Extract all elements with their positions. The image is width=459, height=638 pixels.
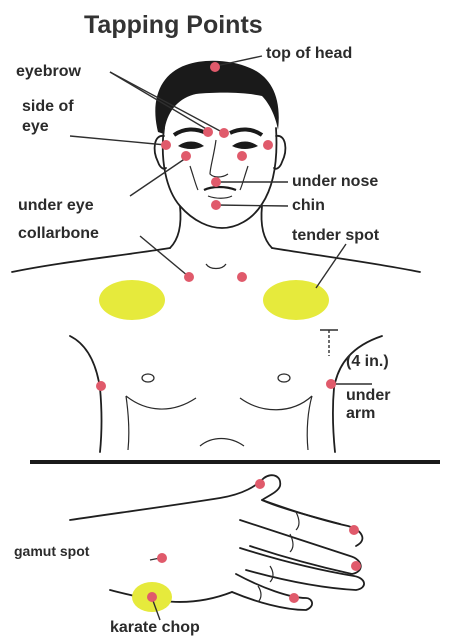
point-gamut-spot <box>157 553 167 563</box>
point-eyebrow-left <box>203 127 213 137</box>
point-eyebrow-right <box>219 128 229 138</box>
tapping-points <box>96 62 361 603</box>
lower-lip <box>208 196 232 198</box>
label-under-eye: under eye <box>18 197 94 214</box>
right-eyebrow <box>230 129 262 135</box>
right-shoulder <box>272 248 420 272</box>
torso-left-side <box>126 396 129 450</box>
point-little-finger <box>289 593 299 603</box>
knuckle-crease-1 <box>296 512 299 530</box>
point-collarbone-right <box>237 272 247 282</box>
middle-finger <box>240 520 361 574</box>
point-under-eye-left <box>181 151 191 161</box>
right-eye <box>232 142 258 150</box>
left-arm <box>70 336 102 452</box>
left-eyebrow <box>174 129 206 135</box>
point-under-eye-right <box>237 151 247 161</box>
point-chin <box>211 200 221 210</box>
neck-left <box>170 206 181 248</box>
label-tender-spot: tender spot <box>292 227 380 244</box>
left-nipple <box>142 374 154 382</box>
label-gamut-spot: gamut spot <box>14 543 90 559</box>
abdomen-line <box>200 439 244 447</box>
knuckle-crease-4 <box>258 586 261 602</box>
leader-collarbone <box>140 236 188 276</box>
leader-tender-spot <box>316 244 346 288</box>
knuckle-crease-3 <box>270 566 273 582</box>
hand-top-edge <box>70 475 362 546</box>
cheek-line-left <box>190 166 198 190</box>
right-nipple <box>278 374 290 382</box>
left-shoulder <box>12 248 170 272</box>
label-chin: chin <box>292 197 325 214</box>
point-side-of-eye-right <box>263 140 273 150</box>
point-index-finger <box>255 479 265 489</box>
diagram-title: Tapping Points <box>84 11 263 39</box>
tender-spot-right-area <box>263 280 329 320</box>
chest-right <box>240 396 312 410</box>
label-collarbone: collarbone <box>18 225 99 242</box>
label-under-nose: under nose <box>292 173 378 190</box>
hand-drawing <box>70 475 364 610</box>
point-karate-chop <box>147 592 157 602</box>
label-under-arm-line1: under <box>346 387 390 404</box>
mouth <box>204 187 236 190</box>
nose <box>210 140 228 177</box>
point-under-nose <box>211 177 221 187</box>
hair <box>155 61 278 134</box>
point-side-of-eye-left <box>161 140 171 150</box>
label-under-arm-line2: arm <box>346 405 375 422</box>
label-side-of-eye-line1: side of <box>22 98 74 115</box>
point-top-of-head <box>210 62 220 72</box>
label-side-of-eye-line2: eye <box>22 118 49 135</box>
chest-left <box>126 396 196 409</box>
cheek-line-right <box>240 166 248 190</box>
label-karate-chop: karate chop <box>110 619 200 636</box>
leader-side-of-eye <box>70 136 166 145</box>
neck-right <box>261 206 272 248</box>
neck-notch <box>206 264 226 269</box>
leader-chin <box>216 205 288 206</box>
label-measure: (4 in.) <box>346 353 389 370</box>
point-middle-finger <box>349 525 359 535</box>
point-under-arm-left <box>96 381 106 391</box>
torso-right-side <box>307 396 312 450</box>
leader-lines <box>70 56 372 620</box>
point-under-arm-right <box>326 379 336 389</box>
tender-spot-left-area <box>99 280 165 320</box>
label-eyebrow: eyebrow <box>16 63 81 80</box>
point-ring-finger <box>351 561 361 571</box>
label-top-of-head: top of head <box>266 45 352 62</box>
left-eye <box>178 142 204 150</box>
point-collarbone-left <box>184 272 194 282</box>
index-finger <box>262 500 340 524</box>
